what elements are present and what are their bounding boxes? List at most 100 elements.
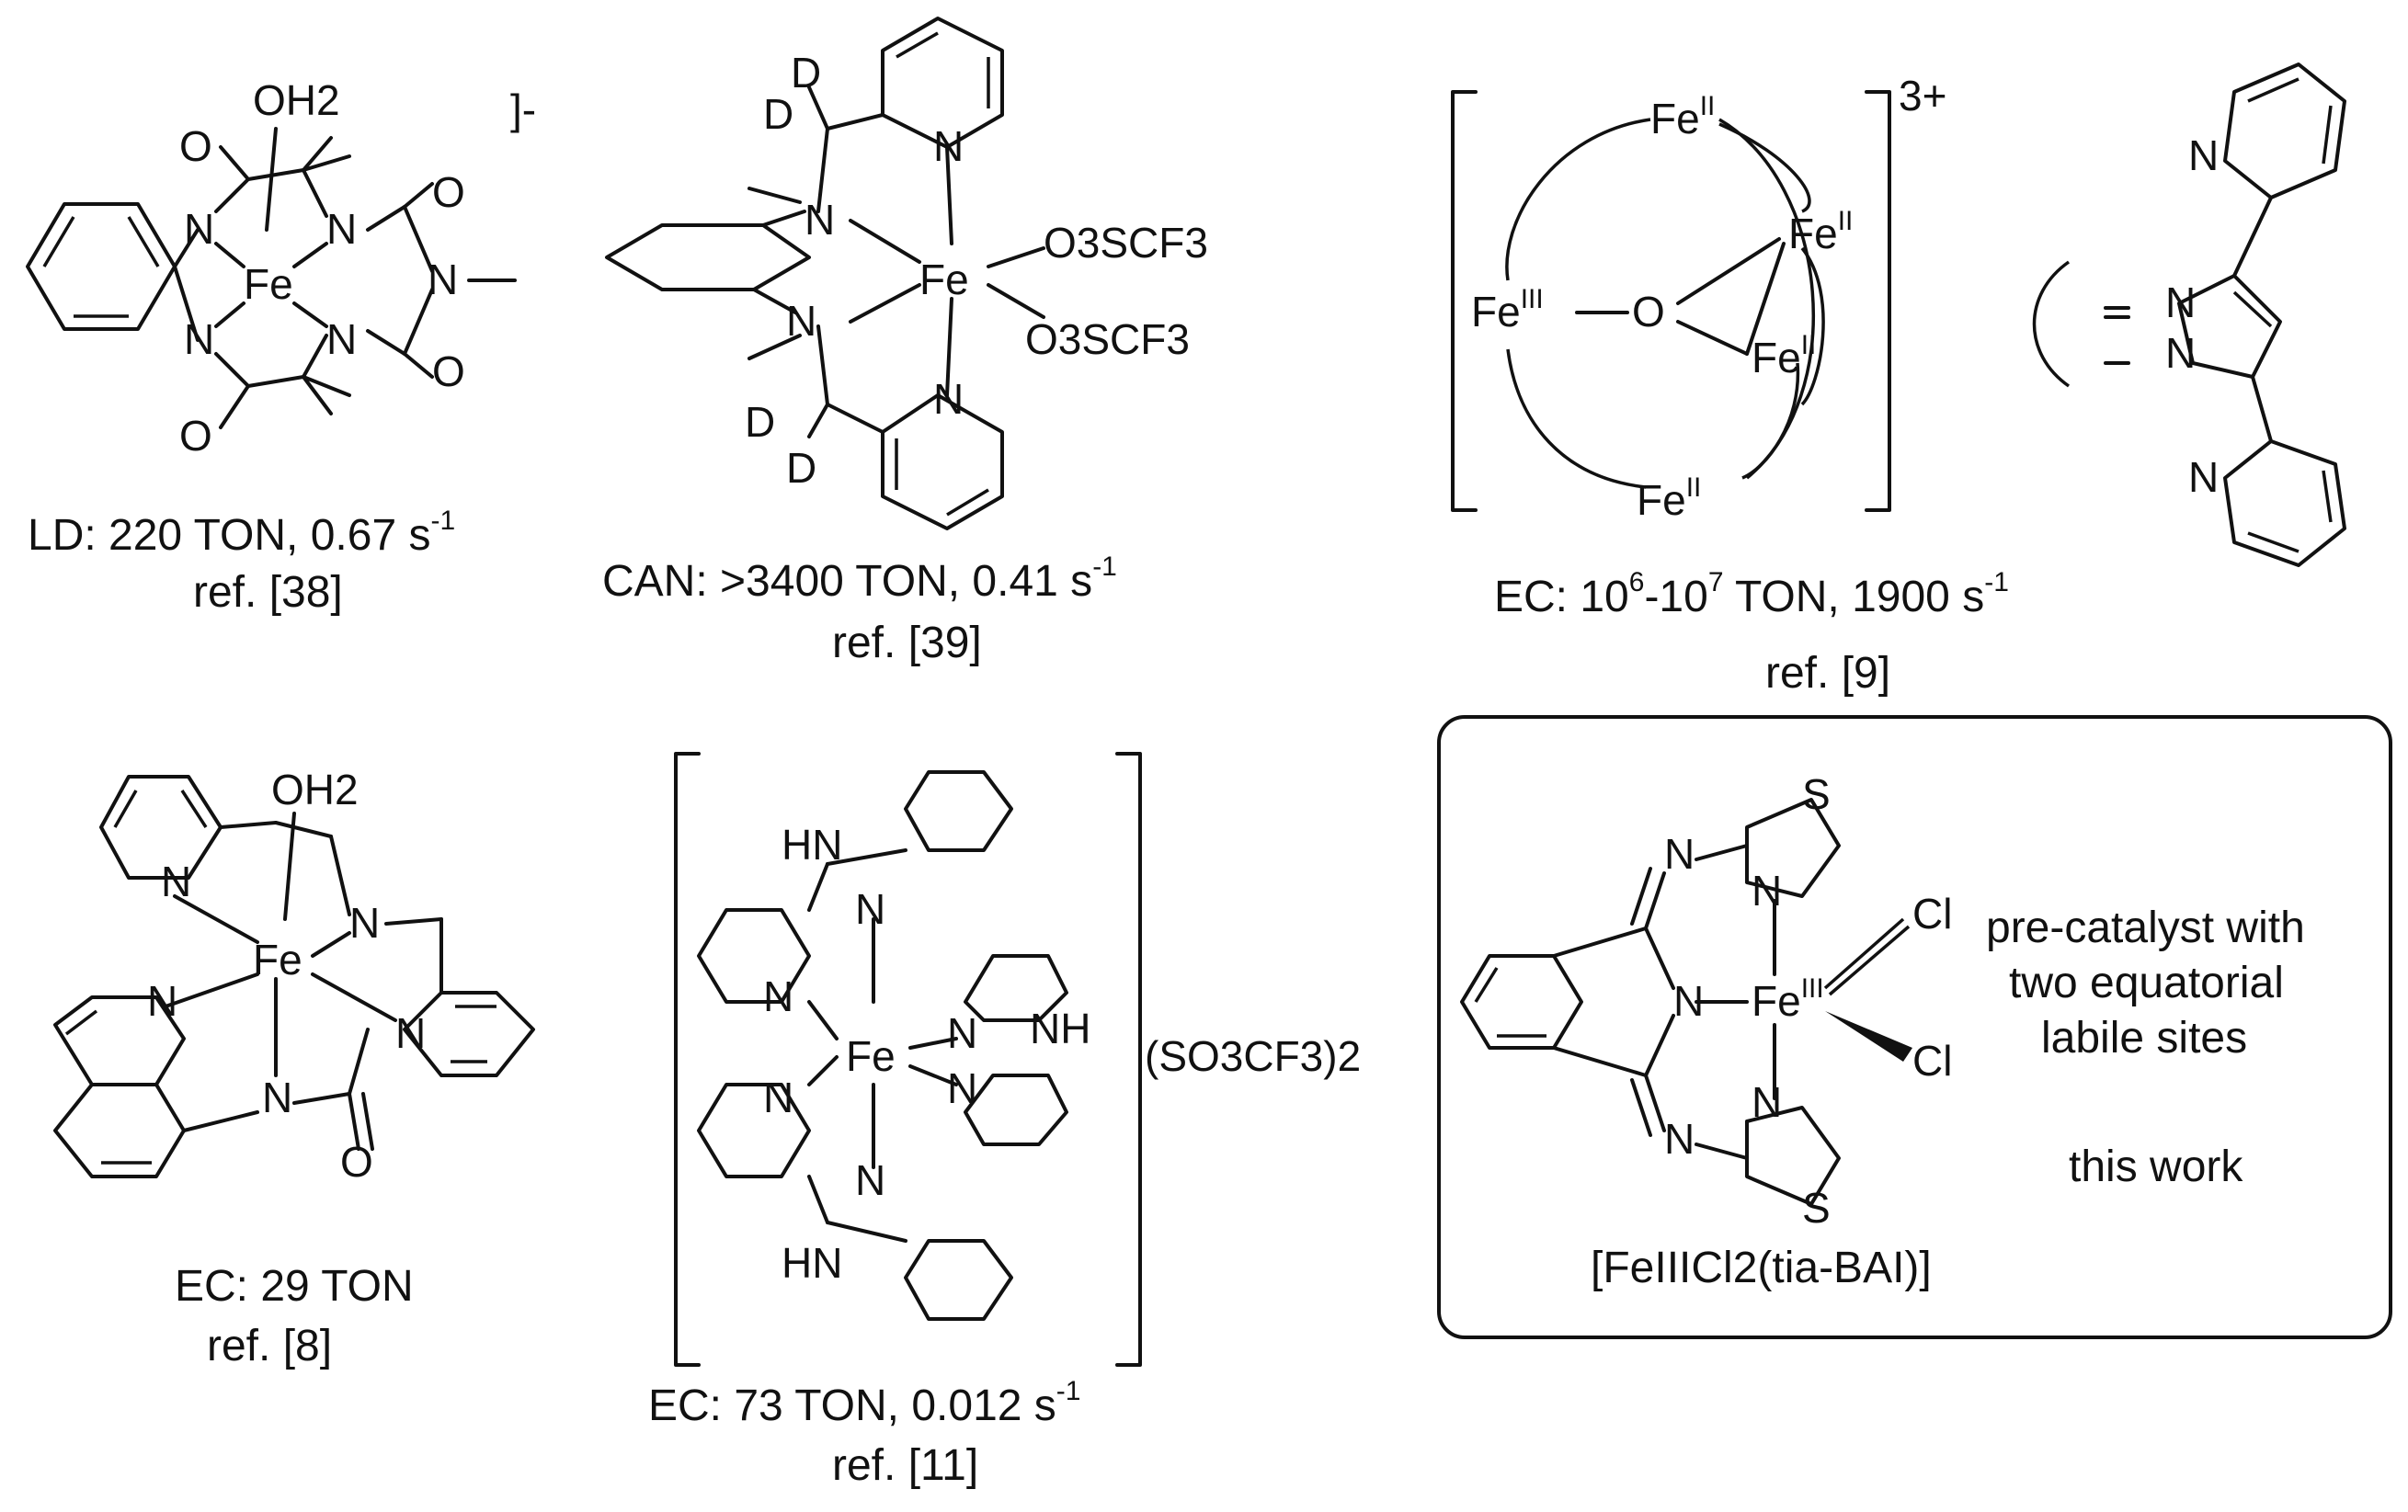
atom-n: N — [1752, 1078, 1782, 1126]
counter-ion: (SO3CF3)2 — [1145, 1032, 1361, 1080]
caption-ref: ref. [39] — [832, 619, 982, 667]
caption-main: EC: 73 TON, 0.012 s-1 — [648, 1376, 1080, 1430]
bracket-left — [1451, 90, 1478, 512]
atom-cl: Cl — [1912, 890, 1952, 938]
benzene-ring — [904, 1239, 1013, 1321]
caption-main: EC: 29 TON — [175, 1262, 414, 1311]
atom-oh2: OH2 — [271, 766, 359, 813]
caption-ref: ref. [38] — [193, 568, 343, 617]
charge-label: 3+ — [1899, 72, 1946, 119]
atom-n: N — [349, 899, 380, 947]
caption-sup: -1 — [430, 506, 455, 536]
bracket-right — [1865, 90, 1891, 512]
atom-n: N — [1664, 830, 1695, 878]
atom-n: N — [1664, 1115, 1695, 1163]
pyridine-ring — [697, 908, 811, 1004]
note-line: two equatorial — [2009, 959, 2284, 1007]
atom-d: D — [791, 49, 821, 97]
atom-fe: Fe — [919, 256, 969, 303]
thiazole-ring — [1745, 798, 1841, 898]
caption-text: LD: 220 TON, 0.67 s — [28, 511, 430, 560]
atom-n: N — [855, 1156, 885, 1204]
atom-fe: FeII — [1637, 472, 1701, 524]
note-line: pre-catalyst with — [1986, 904, 2305, 952]
atom-o: O — [179, 412, 212, 460]
atom-o: O — [340, 1138, 373, 1186]
atom-n: N — [763, 1074, 793, 1121]
benzene-ring — [26, 202, 177, 331]
atom-n: N — [763, 972, 793, 1020]
ligand-arc — [1505, 118, 1651, 281]
caption-ref: ref. [11] — [832, 1441, 978, 1490]
charge-label: ]- — [510, 85, 536, 133]
complex-this-work: S S N N N N N FeIII Cl Cl [FeIIICl2(tia-… — [1437, 715, 2392, 1339]
bracket-right — [1115, 752, 1142, 1367]
atom-otf: O3SCF3 — [1044, 219, 1208, 267]
atom-otf: O3SCF3 — [1025, 315, 1190, 363]
complex-mcp: D D D D N N N N Fe O3SCF3 O3SCF3 CAN: >3… — [602, 17, 1208, 667]
atom-n: N — [947, 1064, 977, 1112]
atom-fe: FeII — [1752, 330, 1816, 381]
cyclohexane-ring — [605, 223, 811, 291]
complex-quinoline: OH2 Fe N N N N N O EC: 29 TON ref. [8] — [53, 766, 535, 1370]
atom-n: N — [1673, 977, 1704, 1025]
atom-n: N — [2165, 329, 2196, 377]
complex-taml: OH2 Fe N N N N N O O O O ]- LD: 220 TON,… — [26, 76, 536, 617]
caption-main: LD: 220 TON, 0.67 s-1 — [28, 506, 455, 560]
atom-n: N — [2188, 453, 2219, 501]
atom-n: N — [2165, 279, 2196, 326]
atom-cl: Cl — [1912, 1037, 1952, 1085]
caption-text: CAN: >3400 TON, 0.41 s — [602, 557, 1092, 606]
caption-main: EC: 106-107 TON, 1900 s-1 — [1494, 567, 2009, 621]
benzene-ring — [964, 954, 1068, 1022]
highlight-box — [1437, 715, 2392, 1339]
atom-n: N — [947, 1009, 977, 1057]
atom-o: O — [179, 122, 212, 170]
atom-n: N — [326, 205, 357, 253]
atom-oh2: OH2 — [253, 76, 340, 124]
atom-fe: FeIII — [1471, 284, 1544, 335]
bracket-left — [674, 752, 701, 1367]
ligand-arc — [1506, 348, 1647, 489]
pyridine-ring — [697, 1083, 811, 1178]
caption-text: EC: 73 TON, 0.012 s — [648, 1381, 1056, 1430]
atom-n: N — [1752, 867, 1782, 915]
quinoline-ring — [53, 1083, 186, 1178]
atom-s: S — [1802, 1184, 1831, 1232]
atom-n: N — [786, 297, 816, 345]
caption-main: CAN: >3400 TON, 0.41 s-1 — [602, 551, 1117, 606]
atom-nh: NH — [1030, 1005, 1090, 1052]
atom-n: N — [184, 315, 214, 363]
caption-sup: -1 — [1092, 551, 1117, 582]
atom-s: S — [1802, 770, 1831, 818]
benzene-ring — [1460, 954, 1583, 1050]
compound-name: [FeIIICl2(tia-BAI)] — [1591, 1244, 1932, 1292]
ligand-arc — [1718, 122, 1811, 213]
complex-fe5: FeII FeII FeIII O FeII FeII 3+ N N N N E… — [1451, 63, 2346, 698]
benzene-ring — [904, 770, 1013, 852]
atom-n: N — [805, 196, 835, 244]
atom-n: N — [933, 375, 964, 423]
wedge-bond — [1825, 1011, 1912, 1062]
atom-fe: FeII — [1650, 91, 1715, 142]
pyrazole-ring — [2177, 274, 2282, 379]
pyridine-ring — [2223, 439, 2346, 567]
atom-n: N — [2188, 131, 2219, 179]
atom-o: O — [1632, 288, 1665, 335]
atom-n: N — [326, 315, 357, 363]
atom-d: D — [786, 444, 816, 492]
atom-fe: Fe — [253, 936, 302, 983]
caption-ref: ref. [8] — [207, 1322, 332, 1370]
atom-n: N — [147, 977, 177, 1025]
atom-n: N — [428, 256, 458, 303]
atom-hn: HN — [782, 821, 842, 869]
ligand-arc — [1800, 246, 1825, 406]
pyridine-ring — [2223, 63, 2346, 199]
atom-fe: FeII — [1788, 206, 1853, 257]
atom-d: D — [763, 90, 793, 138]
atom-fe: Fe — [846, 1032, 896, 1080]
atom-fe: Fe — [244, 260, 293, 308]
atom-fe: FeIII — [1752, 973, 1824, 1025]
atom-hn: HN — [782, 1239, 842, 1287]
